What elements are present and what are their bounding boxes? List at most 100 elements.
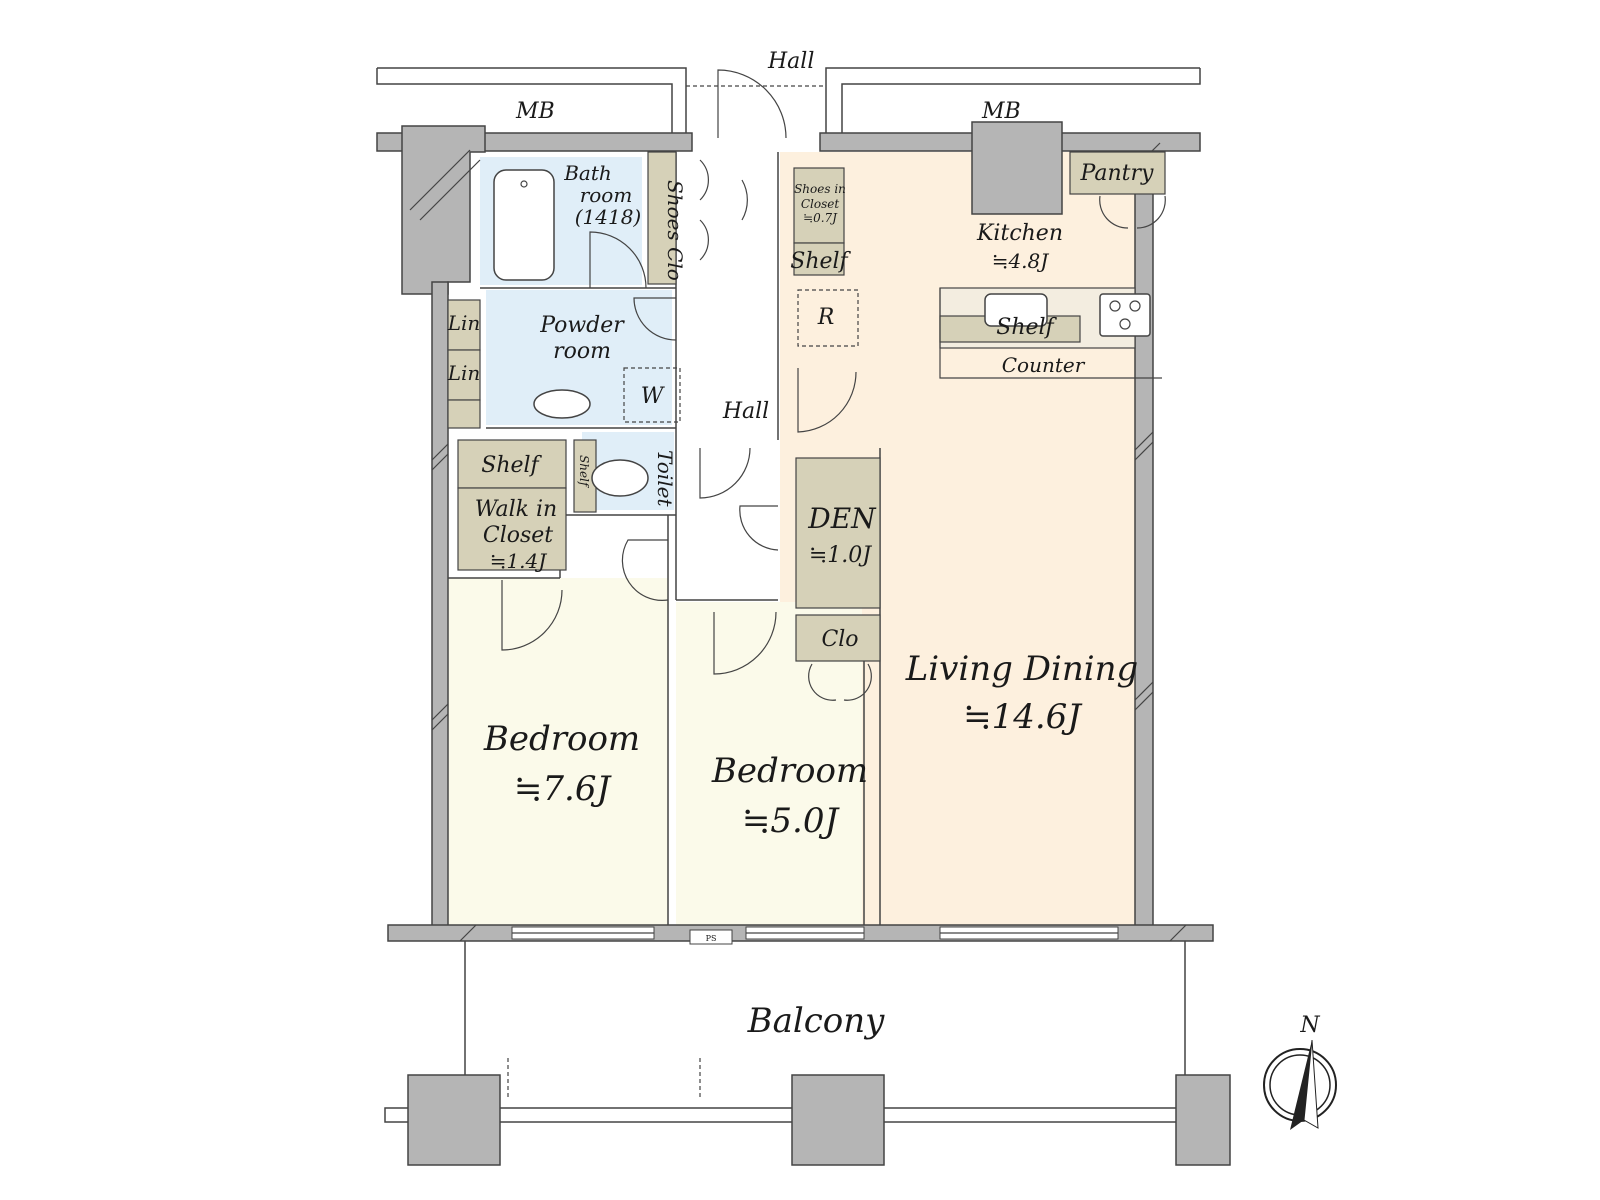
- shelf-entry-label: Shelf: [790, 249, 851, 274]
- hatch-5: [431, 703, 449, 721]
- shoes-in-closet-label-2: Closet: [801, 197, 840, 211]
- drain-icon: [520, 180, 528, 188]
- bedroom-1-floor: [448, 578, 668, 925]
- counter-label: Counter: [1002, 353, 1086, 377]
- balcony-column-3: [1175, 1074, 1231, 1166]
- wic-label-2: Closet: [483, 523, 553, 548]
- ps-box: [689, 929, 733, 945]
- toilet-door-icon[interactable]: [699, 447, 751, 499]
- shoes-in-closet-label-3: ≒0.7J: [803, 211, 838, 225]
- basin-icon: [533, 389, 591, 419]
- powder-door-icon[interactable]: [633, 297, 677, 341]
- powder-label-2: room: [553, 339, 611, 364]
- bedroom1-door-icon[interactable]: [621, 539, 669, 601]
- lin-2[interactable]: [447, 349, 481, 401]
- bath-label-2: room: [580, 183, 633, 207]
- bedroom-1-size: ≒7.6J: [514, 769, 613, 809]
- den-door-icon[interactable]: [739, 505, 779, 551]
- entry-door-icon[interactable]: [717, 69, 787, 139]
- burner-icon-2: [1129, 300, 1141, 312]
- shoes-in-closet-label-1: Shoes in: [794, 182, 846, 196]
- living-door-icon[interactable]: [797, 368, 857, 433]
- hatch-9: [1134, 681, 1154, 701]
- wic-shelf: [457, 439, 567, 489]
- hall-top-label: Hall: [767, 49, 814, 74]
- lin-1[interactable]: [447, 299, 481, 351]
- hatch-7: [1134, 431, 1154, 451]
- shoes-in-closet[interactable]: [793, 167, 845, 244]
- den-label: DEN: [807, 502, 877, 535]
- wic[interactable]: [457, 487, 567, 571]
- bath-label-3: (1418): [575, 205, 642, 229]
- clo-door-icon[interactable]: [808, 663, 872, 701]
- toilet-label: Toilet: [653, 450, 677, 507]
- kitchen-label: Kitchen: [976, 221, 1063, 246]
- pantry[interactable]: [1069, 151, 1166, 195]
- w-label: W: [641, 384, 666, 409]
- balcony-handrail: [384, 1107, 1194, 1123]
- cooktop-icon: [1099, 293, 1151, 337]
- hall-floor: [676, 152, 778, 602]
- balcony-label: Balcony: [747, 1001, 886, 1041]
- counter-outline: [939, 288, 1162, 379]
- clo[interactable]: [795, 614, 881, 662]
- sink-icon: [984, 293, 1048, 327]
- w-box: [623, 367, 681, 423]
- powder-label-1: Powder: [539, 313, 625, 338]
- balcony-column-2: [791, 1074, 885, 1166]
- hatch-1: [409, 149, 471, 211]
- shoes-door-icon[interactable]: [699, 159, 709, 261]
- shelf-kitchen-label: Shelf: [996, 315, 1057, 340]
- hatch-13: [1169, 924, 1187, 942]
- den[interactable]: [795, 457, 881, 609]
- north-arrow-icon: [1263, 1039, 1337, 1130]
- hatch-8: [1134, 441, 1154, 461]
- shelf-entry: [793, 242, 845, 276]
- lin-2-label: Lin: [447, 361, 481, 385]
- compass-label: N: [1299, 1013, 1320, 1038]
- mb-right-label: MB: [981, 99, 1021, 124]
- living-size: ≒14.6J: [963, 697, 1083, 737]
- bath-label-1: Bath: [563, 161, 612, 185]
- wic-door-icon[interactable]: [501, 580, 563, 651]
- pantry-door-icon[interactable]: [1099, 195, 1166, 229]
- r-box: [797, 289, 859, 347]
- lin-3: [447, 399, 481, 429]
- clo-label: Clo: [821, 627, 858, 652]
- bedroom2-door-icon[interactable]: [713, 611, 777, 675]
- hatch-4: [431, 453, 449, 471]
- bedroom-2-size: ≒5.0J: [742, 801, 841, 841]
- shoes-clo-label: Shoes Clo: [663, 180, 687, 281]
- toilet-bowl-icon: [591, 459, 649, 497]
- hatch-12: [459, 924, 477, 942]
- hall-door-icon[interactable]: [741, 179, 748, 221]
- bath-door-icon[interactable]: [589, 231, 647, 289]
- kitchen-size: ≒4.8J: [992, 249, 1050, 273]
- shoes-clo[interactable]: [647, 151, 677, 285]
- r-label: R: [817, 305, 835, 330]
- hatch-6: [431, 713, 449, 731]
- balcony-column-1: [407, 1074, 501, 1166]
- toilet-shelf-label: Shelf: [577, 455, 591, 489]
- wic-shelf-label: Shelf: [481, 453, 542, 478]
- bedroom-1-label: Bedroom: [483, 719, 640, 759]
- pantry-label: Pantry: [1080, 161, 1154, 186]
- lin-1-label: Lin: [447, 311, 481, 335]
- wic-size: ≒1.4J: [490, 549, 548, 573]
- mb-shaft-left: [401, 125, 486, 295]
- burner-icon-3: [1119, 318, 1131, 330]
- hatch-3: [431, 443, 449, 461]
- wic-label-1: Walk in: [475, 497, 557, 522]
- right-wall: [1134, 151, 1154, 935]
- mb-shaft-right: [971, 121, 1063, 215]
- burner-icon-1: [1109, 300, 1121, 312]
- bathtub-icon: [493, 169, 555, 281]
- hatch-10: [1134, 691, 1154, 711]
- ps-label: PS: [706, 934, 717, 943]
- living-label: Living Dining: [905, 649, 1139, 689]
- left-wall: [431, 281, 449, 935]
- den-size: ≒1.0J: [809, 543, 872, 568]
- bedroom-2-label: Bedroom: [711, 751, 868, 791]
- mb-left-label: MB: [515, 99, 555, 124]
